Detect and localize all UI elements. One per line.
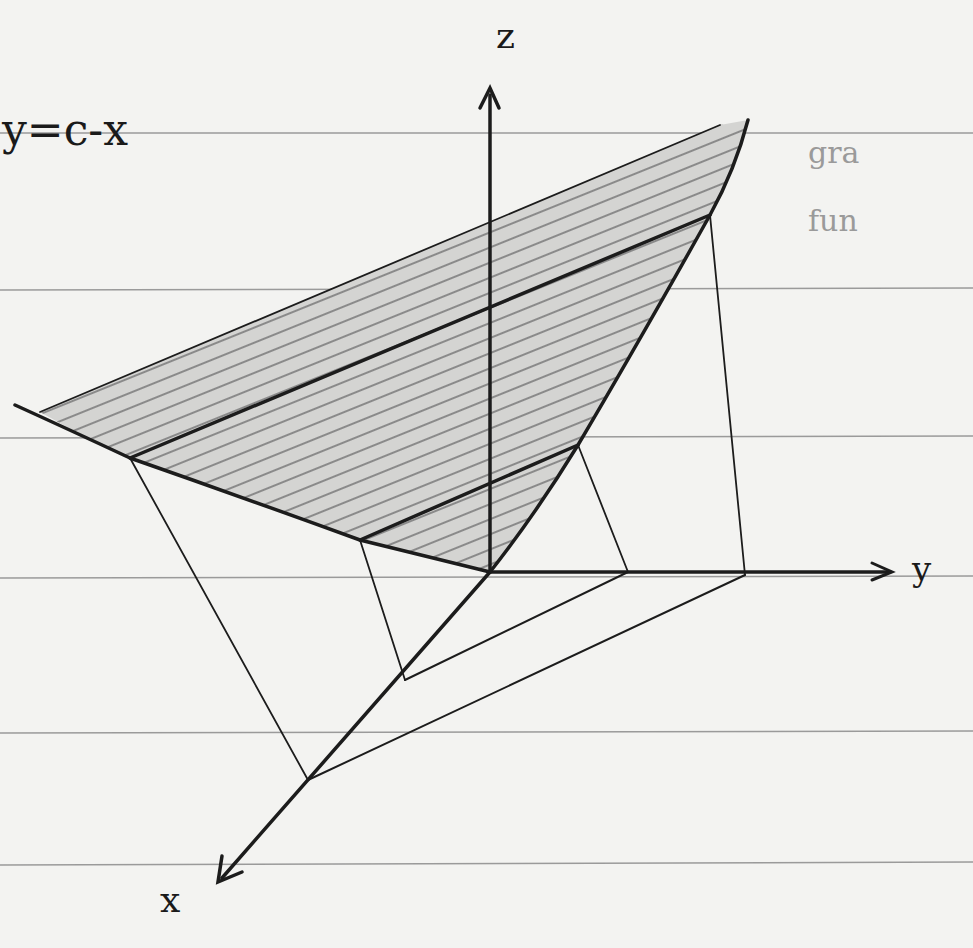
hatching [40, 120, 748, 572]
note-text: gra [808, 138, 859, 168]
axis-label: z [496, 18, 515, 54]
axis-label: y [912, 552, 931, 586]
sketch-lines [15, 88, 892, 882]
note-text: fun [808, 206, 858, 236]
equation-label: y=c-x [2, 108, 128, 152]
shaded-surface [40, 120, 748, 572]
axis-label: x [160, 882, 180, 918]
